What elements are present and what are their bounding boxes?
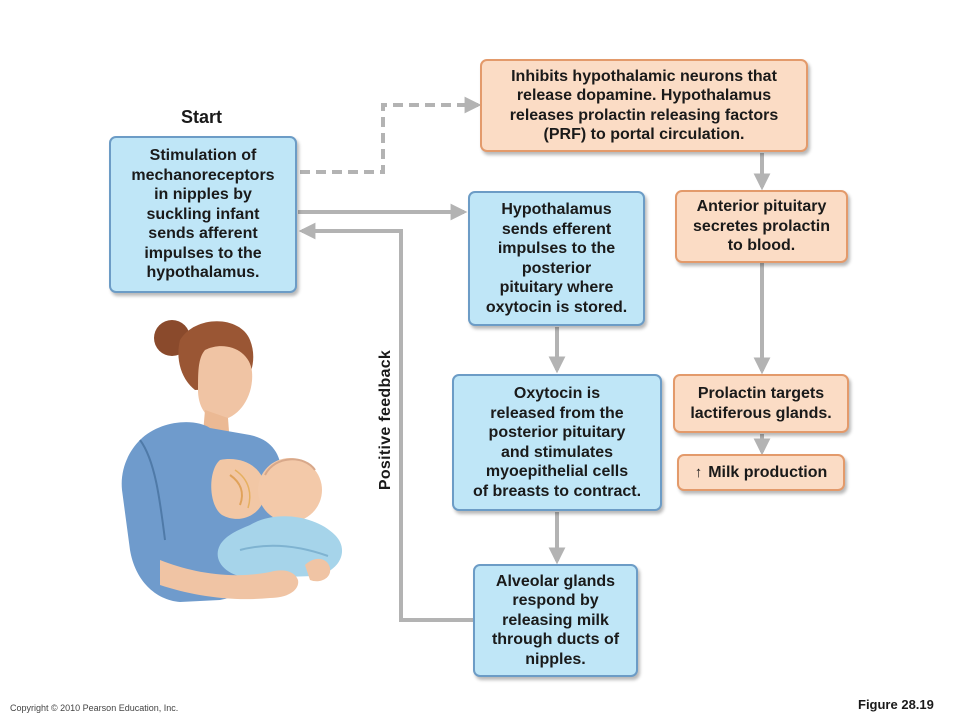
dashed-arrow-to-dopamine-box <box>300 96 482 174</box>
oxytocin-released-box: Oxytocin is released from the posterior … <box>452 374 662 511</box>
inhibits-dopamine-box: Inhibits hypothalamic neurons that relea… <box>480 59 808 152</box>
positive-feedback-label: Positive feedback <box>377 349 394 491</box>
hypothalamus-efferent-box: Hypothalamus sends efferent impulses to … <box>468 191 645 326</box>
up-arrow-icon: ↑ <box>694 463 703 481</box>
milk-production-label: Milk production <box>708 463 828 481</box>
alveolar-glands-box: Alveolar glands respond by releasing mil… <box>473 564 638 677</box>
anterior-pituitary-box: Anterior pituitary secretes prolactin to… <box>675 190 848 263</box>
stimulation-box: Stimulation of mechanoreceptors in nippl… <box>109 136 297 293</box>
positive-feedback-loop-arrow <box>298 222 475 622</box>
prolactin-targets-box: Prolactin targets lactiferous glands. <box>673 374 849 433</box>
mother-nursing-infant-illustration <box>121 320 343 602</box>
start-label: Start <box>181 107 223 127</box>
milk-production-box: ↑ Milk production <box>677 454 845 491</box>
copyright-notice: Copyright © 2010 Pearson Education, Inc. <box>10 703 179 713</box>
figure-label: Figure 28.19 <box>858 697 934 712</box>
